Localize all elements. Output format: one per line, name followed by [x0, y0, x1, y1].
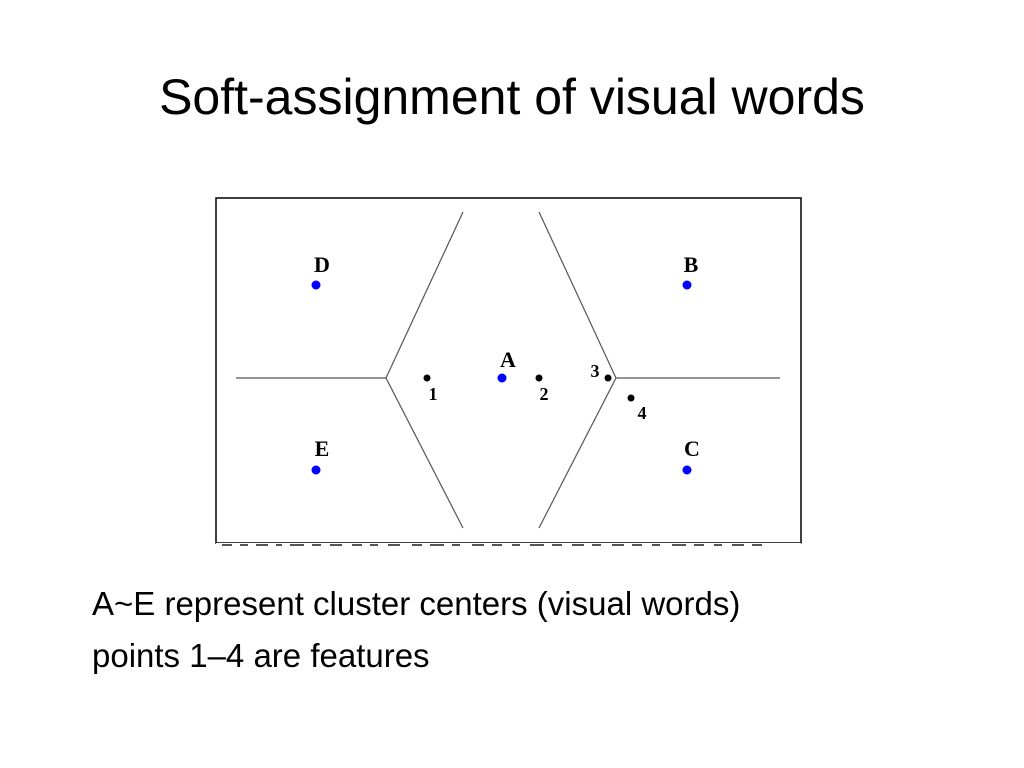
- boundary-lower-left: [385, 377, 464, 529]
- caption: A~E represent cluster centers (visual wo…: [92, 578, 740, 682]
- slide-title: Soft-assignment of visual words: [159, 69, 865, 125]
- feature-label-2: 2: [540, 384, 549, 404]
- voronoi-diagram: A B C D E 1 2 3 4: [212, 195, 804, 548]
- feature-label-3: 3: [591, 361, 600, 381]
- cluster-label-c: C: [684, 436, 700, 461]
- caption-line-features: points 1–4 are features: [92, 637, 430, 674]
- cluster-label-d: D: [314, 252, 330, 277]
- cluster-label-b: B: [684, 252, 699, 277]
- feature-label-4: 4: [638, 403, 647, 423]
- cluster-center-b: [682, 280, 692, 290]
- cluster-label-e: E: [315, 436, 330, 461]
- boundary-upper-right: [538, 211, 617, 379]
- feature-point-1: [423, 374, 431, 382]
- boundary-upper-left: [385, 211, 464, 379]
- feature-point-4: [627, 394, 635, 402]
- voronoi-boundaries: [236, 211, 780, 529]
- cluster-center-d: [311, 280, 321, 290]
- feature-points: 1 2 3 4: [423, 361, 647, 423]
- feature-point-3: [604, 374, 612, 382]
- cluster-center-c: [682, 465, 692, 475]
- cluster-center-a: [497, 373, 507, 383]
- diagram-bottom-strip: [216, 543, 801, 548]
- feature-point-2: [535, 374, 543, 382]
- caption-line-clusters: A~E represent cluster centers (visual wo…: [92, 585, 741, 622]
- cluster-center-e: [311, 465, 321, 475]
- boundary-lower-right: [538, 377, 617, 529]
- cluster-label-a: A: [500, 347, 516, 372]
- cluster-centers: A B C D E: [311, 252, 700, 475]
- diagram-frame: [215, 197, 802, 544]
- voronoi-figure-svg: A B C D E 1 2 3 4: [215, 197, 802, 548]
- feature-label-1: 1: [429, 384, 438, 404]
